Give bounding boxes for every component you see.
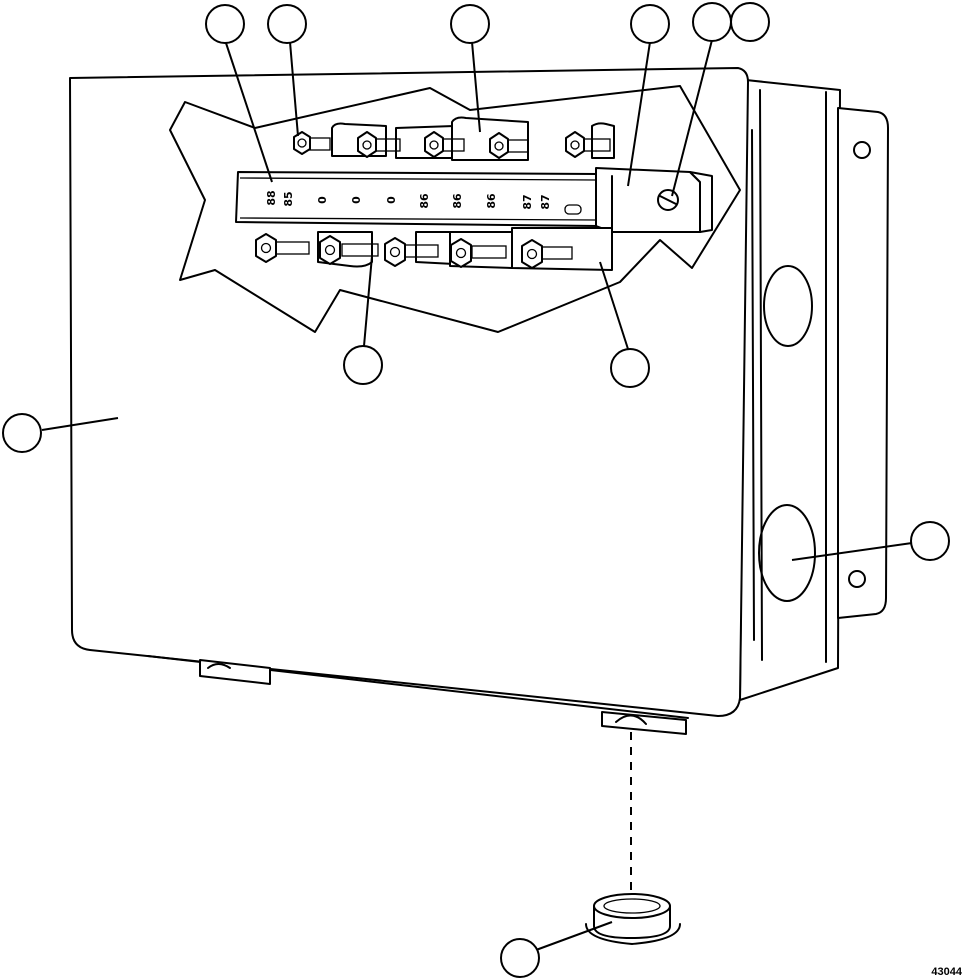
- terminal-label: 0: [385, 196, 398, 204]
- leader-lines: [41, 39, 913, 951]
- bottom-tab-left: [199, 659, 271, 685]
- callout-balloon: [500, 938, 540, 978]
- terminal-label: 85: [282, 191, 295, 206]
- callout-balloon: [450, 4, 490, 44]
- callout-balloon: [730, 2, 770, 42]
- terminal-label: 86: [485, 193, 498, 209]
- callout-balloon: [343, 345, 383, 385]
- upper-terminal-bolts: [293, 131, 611, 159]
- lower-knockout: [758, 504, 816, 602]
- terminal-label: 87: [521, 194, 534, 209]
- mounting-flange: [837, 107, 889, 619]
- terminal-label: 86: [418, 193, 431, 209]
- terminal-label: 86: [451, 193, 464, 209]
- callout-balloon: [610, 348, 650, 388]
- callout-balloon: [205, 4, 245, 44]
- end-bracket: [595, 167, 713, 233]
- callout-balloon: [910, 521, 950, 561]
- callout-balloon: [267, 4, 307, 44]
- figure-number: 43044: [931, 966, 962, 978]
- callout-balloons: [2, 2, 950, 978]
- upper-knockout: [763, 265, 813, 347]
- terminal-label: 0: [316, 196, 329, 204]
- lower-terminal-bolts: [255, 233, 573, 269]
- callout-balloon: [2, 413, 42, 453]
- terminal-label: 0: [350, 196, 363, 204]
- terminal-label: 87: [539, 194, 552, 209]
- grommet: [585, 732, 681, 945]
- terminal-label: 88: [265, 190, 278, 205]
- box-side-panel: [739, 79, 841, 701]
- callout-balloon: [630, 4, 670, 44]
- callout-balloon: [692, 2, 732, 42]
- bottom-tab-right: [601, 711, 687, 735]
- terminal-strip: 88 85 0 0 0 86 86 86 87 87: [235, 116, 713, 271]
